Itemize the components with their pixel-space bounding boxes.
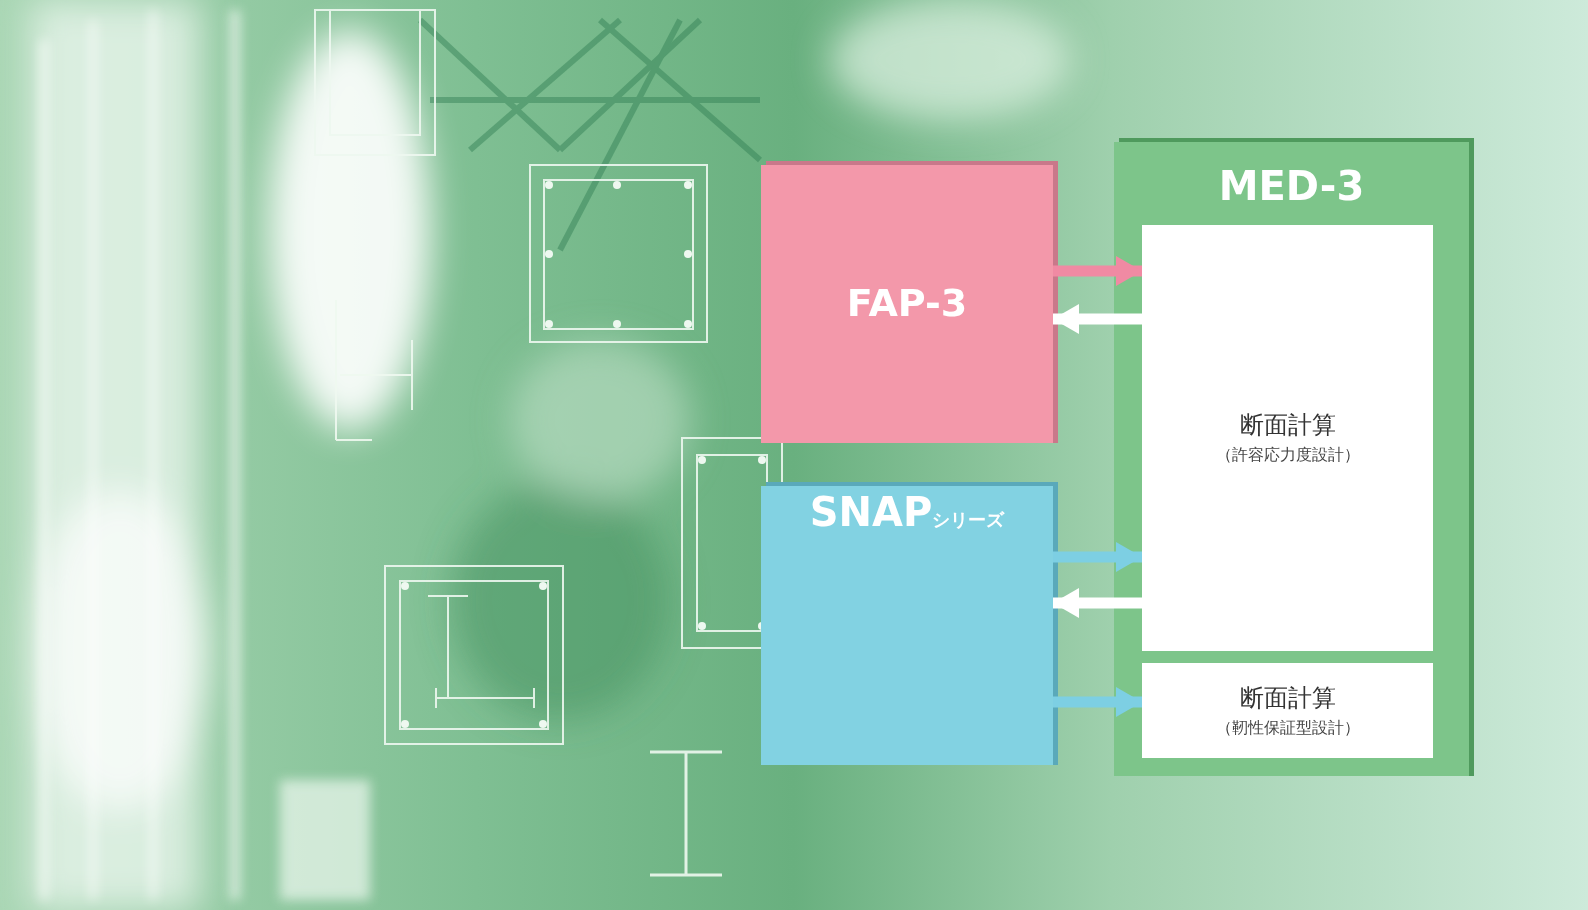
- box-shape: [761, 161, 1058, 443]
- box-shape: [1142, 225, 1433, 651]
- stripe: [150, 10, 156, 900]
- box-fill: [1114, 142, 1469, 776]
- arrow-connector: [1053, 266, 1142, 277]
- lattice-line: [560, 20, 700, 150]
- i-beam: [650, 752, 722, 875]
- rebar-dot: [539, 720, 547, 728]
- lattice: [420, 20, 760, 250]
- light-blob: [270, 30, 430, 430]
- box-fill: [1142, 663, 1433, 758]
- function-title: 断面計算: [1240, 410, 1336, 441]
- rebar-dot: [401, 720, 409, 728]
- function-box: 断面計算 （靭性保証型設計）: [1142, 663, 1433, 758]
- rebar-dots: [401, 181, 766, 728]
- stripe: [90, 20, 96, 900]
- dark-blob: [450, 480, 670, 720]
- light-blob: [30, 490, 210, 810]
- arrow-connector: [1053, 314, 1142, 325]
- section-outline: [400, 581, 548, 729]
- building-stripes: [40, 10, 370, 900]
- arrow-connector: [1053, 552, 1142, 563]
- light-blobs: [30, 0, 1070, 910]
- lattice-line: [430, 97, 760, 103]
- section-outline: [697, 455, 767, 631]
- program-name: SNAP: [810, 486, 933, 538]
- rebar-dot: [613, 320, 621, 328]
- lattice-line: [600, 20, 760, 160]
- section-outline: [530, 165, 707, 342]
- stripe: [40, 40, 48, 900]
- rebar-dot: [684, 320, 692, 328]
- program-box: FAP-3: [761, 165, 1053, 443]
- rebar-dot: [613, 181, 621, 189]
- section-outline: [315, 10, 435, 155]
- steel-section: [428, 596, 534, 708]
- rebar-dot: [545, 250, 553, 258]
- program-name: MED-3: [1219, 160, 1365, 212]
- program-name: FAP-3: [847, 279, 967, 328]
- rebar-dot: [698, 622, 706, 630]
- rebar-dot: [545, 320, 553, 328]
- arrow-connector: [1053, 598, 1142, 609]
- section-outline: [544, 180, 693, 329]
- rebar-dot: [684, 250, 692, 258]
- function-box: 断面計算 （許容応力度設計）: [1142, 225, 1433, 651]
- rebar-dot: [684, 181, 692, 189]
- rebar-dot: [698, 456, 706, 464]
- stripe: [280, 780, 370, 900]
- section-outline: [330, 10, 420, 135]
- program-box: SNAPシリーズ: [761, 486, 1053, 765]
- box-shadow: [1119, 138, 1474, 776]
- box-shape: [1114, 138, 1474, 776]
- steel-section: [336, 300, 412, 440]
- arrow-connector: [1053, 697, 1142, 708]
- function-note: （靭性保証型設計）: [1216, 718, 1360, 739]
- function-title: 断面計算: [1240, 683, 1336, 714]
- rebar-dot: [539, 582, 547, 590]
- rebar-dot: [401, 582, 409, 590]
- section-outlines: [315, 10, 782, 875]
- function-note: （許容応力度設計）: [1216, 445, 1360, 466]
- box-fill: [761, 486, 1053, 765]
- stripe: [230, 10, 240, 900]
- box-shape: [1142, 663, 1433, 758]
- rebar-dot: [758, 456, 766, 464]
- light-blob: [830, 0, 1070, 120]
- program-panel: MED-3 断面計算 （許容応力度設計） 断面計算 （靭性保証型設計）: [1114, 142, 1469, 776]
- box-shape: [761, 482, 1058, 765]
- light-blob: [510, 340, 690, 500]
- box-fill: [761, 165, 1053, 443]
- lattice-line: [560, 20, 680, 250]
- lattice-line: [470, 20, 620, 150]
- program-suffix: シリーズ: [932, 508, 1004, 531]
- section-outline: [385, 566, 563, 744]
- box-fill: [1142, 225, 1433, 651]
- rebar-dot: [545, 181, 553, 189]
